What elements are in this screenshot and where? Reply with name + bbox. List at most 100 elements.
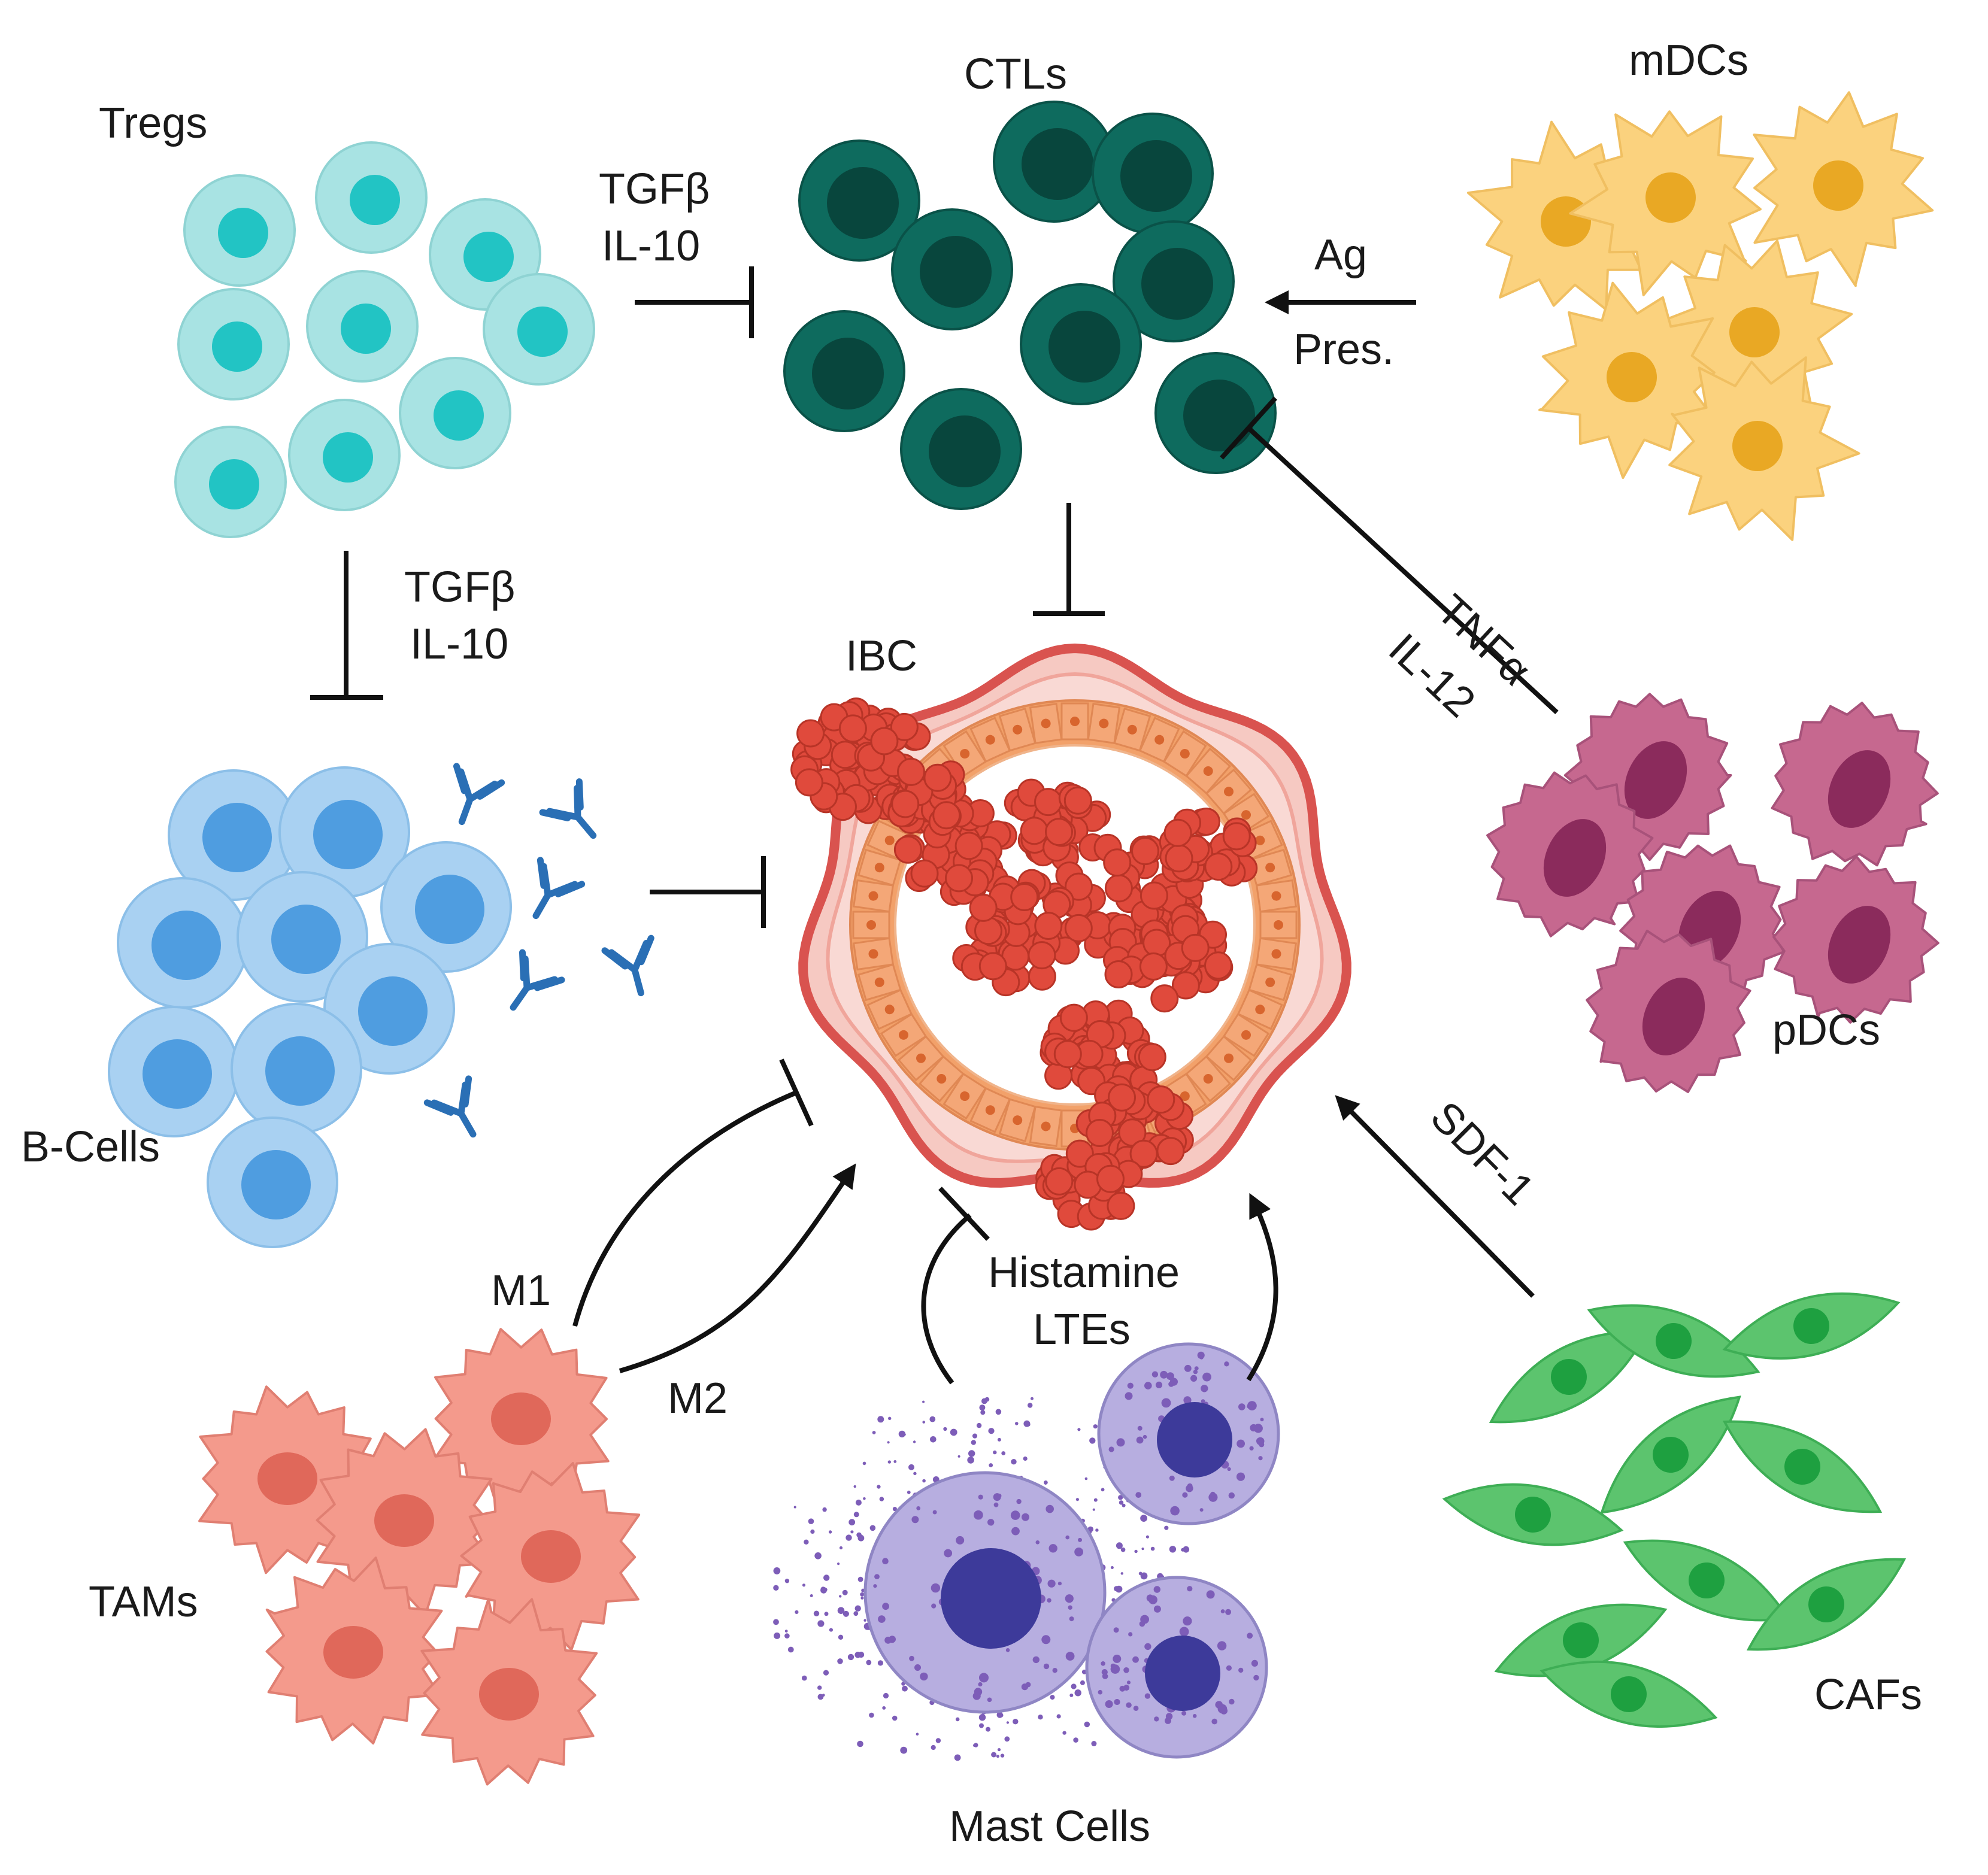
mast-granule	[854, 1652, 861, 1658]
epithelial-cell	[1138, 717, 1180, 763]
antibody-icon-4	[601, 935, 654, 997]
b-cell-7-nucleus	[143, 1039, 212, 1109]
mast-granule	[1153, 1586, 1161, 1593]
mast-granule	[1065, 1535, 1069, 1540]
treg-cell-2	[315, 141, 428, 254]
mast-granule	[922, 1479, 926, 1483]
ctl-cell-3-nucleus	[1120, 140, 1192, 212]
tumor-embolus-cell	[870, 727, 899, 756]
mast-granule	[1074, 1548, 1083, 1557]
mast-granule	[1091, 1741, 1097, 1746]
mast-granule	[869, 1525, 876, 1531]
mast-granule	[879, 1497, 884, 1501]
tam-cell-5	[265, 1557, 443, 1744]
mast-granule	[1253, 1424, 1263, 1433]
mast-granule	[916, 1733, 919, 1736]
mast-granule	[863, 1619, 866, 1622]
tumor-embolus-cell	[1147, 1085, 1175, 1114]
mast-granule	[1021, 1683, 1028, 1691]
mast-granule	[1108, 1446, 1114, 1452]
caf-cell-4	[1442, 1483, 1624, 1546]
mast-granule	[988, 1428, 995, 1434]
ctl-cell-5	[1113, 220, 1235, 342]
epithelial-cell-nucleus	[1180, 1091, 1190, 1101]
mast-granule	[931, 1744, 936, 1750]
mast-granule	[1010, 1510, 1020, 1520]
b-cell-1-nucleus	[202, 803, 272, 872]
epithelial-cell-nucleus	[884, 835, 895, 845]
mast-granule	[1247, 1633, 1253, 1639]
b-cell-9-nucleus	[241, 1150, 311, 1219]
mast-cell-3-nucleus	[1145, 1636, 1220, 1711]
epithelial-cell-nucleus	[1274, 920, 1283, 930]
mast-granule	[839, 1595, 842, 1598]
mast-granule	[883, 1692, 889, 1699]
epithelial-cell	[897, 1035, 945, 1082]
mast-granule	[1119, 1500, 1124, 1505]
mast-granule	[971, 1440, 977, 1445]
mast-granule	[1199, 1355, 1204, 1360]
mast-granule	[793, 1506, 796, 1509]
signal-tgfb-tregs-ctls: TGFβ	[599, 165, 710, 213]
epithelial-cell-nucleus	[1099, 718, 1109, 729]
epithelial-cell-nucleus	[1013, 1115, 1023, 1125]
b-cell-7	[108, 1006, 240, 1137]
mast-granule	[1043, 1663, 1050, 1670]
mast-granule	[810, 1529, 815, 1534]
pdc-cell-6-nucleus	[1642, 978, 1705, 1055]
mast-granule	[987, 1697, 992, 1703]
ctl-cell-7-nucleus	[1048, 311, 1120, 383]
tumor-embolus-cell	[1156, 1137, 1185, 1166]
mast-granule	[1183, 1616, 1192, 1626]
mast-granule	[1201, 1399, 1205, 1404]
tam-cell-1-nucleus	[257, 1452, 317, 1505]
mast-granule	[979, 1723, 984, 1728]
mast-granule	[1220, 1609, 1225, 1613]
epithelial-cell-nucleus	[1203, 1074, 1213, 1084]
mast-granule	[1150, 1546, 1155, 1551]
mast-granule	[828, 1530, 832, 1534]
mast-granule	[872, 1431, 876, 1434]
mast-granule	[853, 1512, 859, 1518]
epithelial-cell-nucleus	[1255, 1005, 1265, 1015]
mast-granule	[1168, 1381, 1174, 1387]
tam-cell-6-nucleus	[479, 1668, 539, 1721]
mast-granule	[1077, 1428, 1081, 1431]
mast-granule	[1211, 1718, 1217, 1725]
signal-tgfb-tregs-bcells: TGFβ	[404, 563, 515, 611]
mast-granule	[820, 1586, 826, 1592]
tams-cluster	[198, 1328, 641, 1786]
treg-cell-4	[177, 288, 290, 401]
epithelial-cell-nucleus	[899, 1030, 908, 1040]
tumor-embolus-cell	[1104, 874, 1133, 903]
tumor-embolus-cell	[796, 719, 825, 748]
mast-granule	[1093, 1424, 1098, 1429]
mast-granule	[1038, 1715, 1043, 1720]
mast-granule	[973, 1743, 977, 1747]
caf-cell-6-nucleus	[1784, 1449, 1820, 1485]
mast-granule	[1190, 1375, 1198, 1382]
antibody-icon-1	[453, 763, 505, 826]
mast-granule	[866, 1659, 872, 1665]
mast-granule	[1227, 1467, 1231, 1472]
tumor-emboli	[790, 697, 1258, 1231]
mast-granule	[784, 1630, 788, 1633]
epithelial-cell	[857, 963, 902, 1002]
antibody-icon-6-shape	[423, 1075, 477, 1138]
mast-granule	[1165, 1717, 1171, 1724]
mast-granule	[1187, 1586, 1193, 1592]
caf-cell-8-nucleus	[1689, 1563, 1725, 1598]
ctl-cell-1-nucleus	[827, 167, 899, 239]
mast-granule	[874, 1574, 880, 1580]
mast-granule	[997, 1493, 1002, 1498]
mast-granule	[909, 1655, 914, 1661]
ibc-label: IBC	[845, 632, 917, 680]
mast-granule	[773, 1619, 779, 1625]
mast-granule	[1236, 1472, 1245, 1481]
tams-label: TAMs	[89, 1578, 198, 1626]
mast-granule	[845, 1534, 852, 1541]
epithelial-cell-nucleus	[1241, 810, 1251, 820]
caf-cell-1	[1489, 1330, 1649, 1424]
mast-granule	[1260, 1418, 1264, 1422]
tumor-embolus-cell	[1107, 1191, 1135, 1220]
